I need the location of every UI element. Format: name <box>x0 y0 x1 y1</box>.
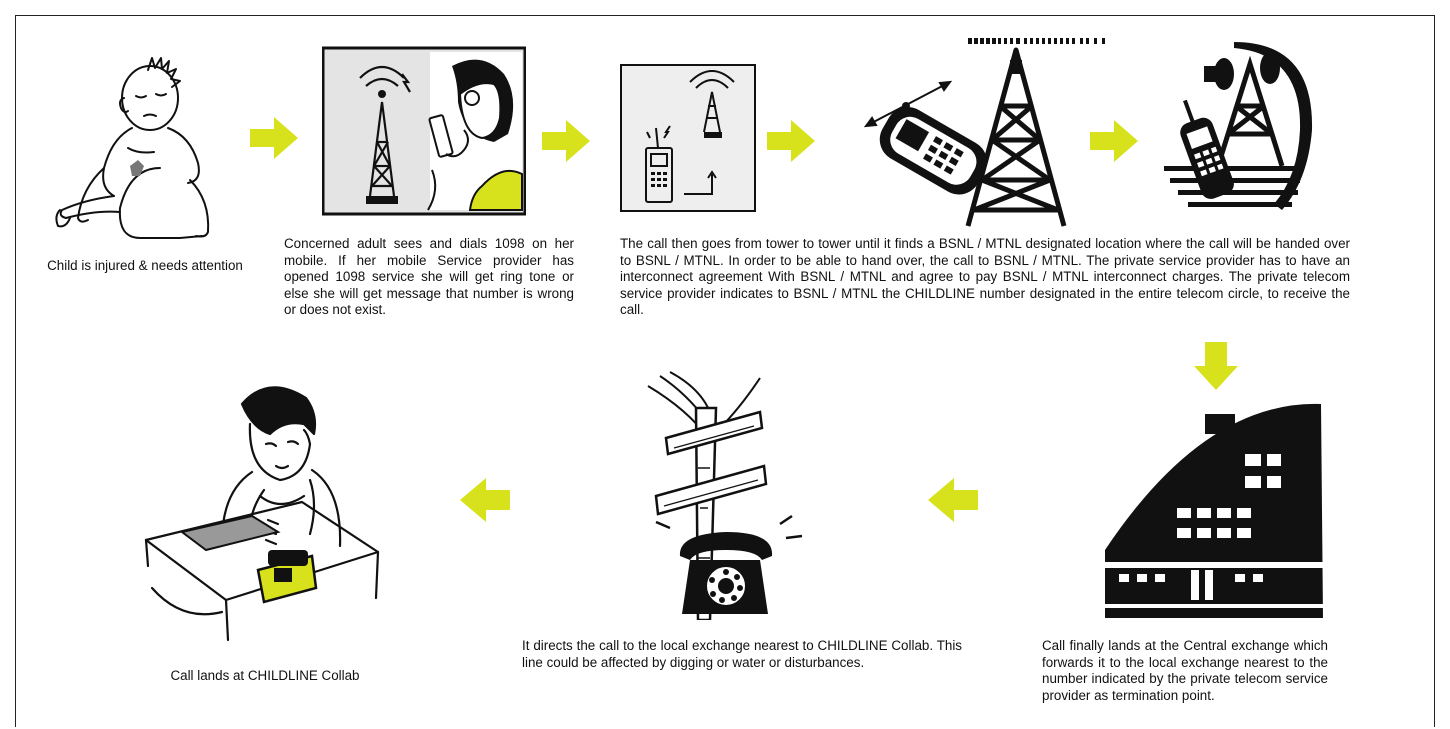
caption-child-injured: Child is injured & needs attention <box>28 258 262 275</box>
flow-arrow-down <box>1194 342 1238 390</box>
caption-childline-collab: Call lands at CHILDLINE Collab <box>130 668 400 685</box>
mobile-and-tower-icon <box>858 30 1108 230</box>
injured-child-icon <box>40 48 240 248</box>
caption-local-exchange: It directs the call to the local exchang… <box>522 638 962 671</box>
flow-arrow-left <box>460 478 510 522</box>
adult-dialing-phone-icon <box>322 46 526 216</box>
telephone-pole-icon <box>640 368 822 620</box>
flow-arrow-right <box>542 120 590 162</box>
phone-signal-tower-icon <box>620 64 756 212</box>
flow-arrow-right <box>250 117 298 159</box>
caption-central-exchange: Call finally lands at the Central exchan… <box>1042 638 1328 704</box>
satellite-tower-icon <box>1164 38 1314 214</box>
flow-arrow-right <box>767 120 815 162</box>
operator-at-desk-icon <box>142 380 382 648</box>
caption-tower-to-tower: The call then goes from tower to tower u… <box>620 236 1350 319</box>
flow-arrow-right <box>1090 120 1138 162</box>
caption-adult-dials: Concerned adult sees and dials 1098 on h… <box>284 236 574 319</box>
flow-arrow-left <box>928 478 978 522</box>
exchange-building-icon <box>1095 400 1327 622</box>
